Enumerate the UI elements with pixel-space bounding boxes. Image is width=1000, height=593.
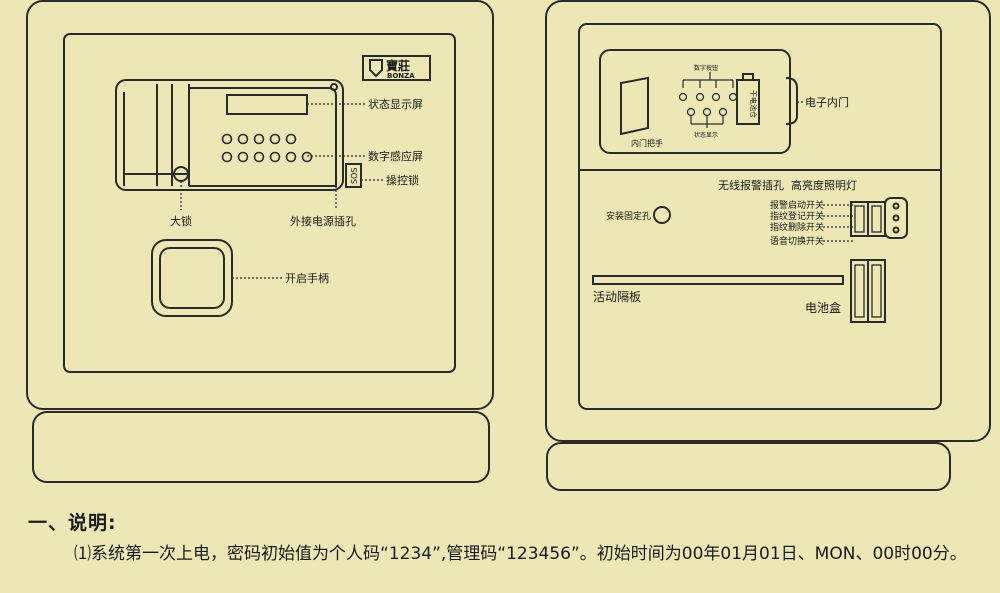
label-switch-alarm: 报警启动开关 bbox=[770, 199, 824, 211]
battery-cap bbox=[742, 73, 754, 81]
back-interior bbox=[578, 23, 942, 410]
label-inner-keypad: 数字按钮 bbox=[694, 64, 718, 72]
label-back-header: 无线报警插孔 高亮度照明灯 bbox=[718, 178, 857, 192]
panel-inner-strips bbox=[123, 84, 190, 186]
movable-shelf bbox=[592, 275, 844, 285]
front-door bbox=[63, 33, 456, 373]
label-status-display: 状态显示屏 bbox=[368, 97, 423, 111]
label-shelf: 活动隔板 bbox=[593, 290, 641, 304]
section-heading: 一、说明: bbox=[28, 512, 117, 534]
label-battery-box: 电池盒 bbox=[805, 300, 841, 315]
back-base bbox=[546, 442, 951, 491]
sos-button bbox=[345, 163, 362, 188]
label-battery-compartment: 干电池仓 bbox=[749, 90, 758, 118]
handle-outer bbox=[151, 239, 233, 317]
label-mount-hole: 安装固定孔 bbox=[606, 210, 651, 222]
electronic-inner-door bbox=[599, 49, 791, 154]
label-inner-handle: 内门把手 bbox=[631, 138, 663, 148]
label-main-lock: 大锁 bbox=[170, 214, 192, 228]
mount-hole bbox=[653, 206, 671, 224]
label-switch-fp-delete: 指纹删除开关 bbox=[770, 221, 824, 233]
front-safe-body bbox=[26, 0, 494, 410]
logo-text-cn: 寶莊 bbox=[386, 58, 410, 73]
handle-inner bbox=[159, 247, 225, 309]
inner-door-hinge bbox=[785, 77, 798, 125]
indicator-led bbox=[330, 83, 338, 91]
instruction-item-1: ⑴系统第一次上电，密码初始值为个人码“1234”,管理码“123456”。初始时… bbox=[74, 544, 967, 564]
keypad-buttons bbox=[221, 133, 313, 163]
label-switch-fp-register: 指纹登记开关 bbox=[770, 210, 824, 222]
inner-handle-shape bbox=[620, 76, 649, 136]
logo-emblem-icon bbox=[369, 59, 383, 78]
label-sos: SOS bbox=[350, 168, 359, 184]
switch-indicator-panel bbox=[884, 197, 908, 239]
logo-box bbox=[362, 55, 431, 81]
back-safe-body bbox=[545, 0, 991, 442]
label-external-power: 外接电源插孔 bbox=[290, 214, 356, 228]
control-panel bbox=[115, 79, 344, 191]
label-electronic-inner-door: 电子内门 bbox=[805, 95, 849, 109]
label-switch-voice: 语音切换开关 bbox=[770, 235, 824, 247]
status-display-screen bbox=[226, 94, 308, 115]
safe-diagram: 寶莊 BONZA 状态显示屏 数字感应屏 SOS 操控锁 大锁 外接电源插孔 开… bbox=[26, 0, 991, 491]
logo-text-en: BONZA bbox=[387, 72, 415, 80]
label-inner-status: 状态显示 bbox=[694, 131, 718, 139]
front-base bbox=[32, 411, 490, 483]
label-control-lock: 操控锁 bbox=[386, 173, 419, 187]
label-handle: 开启手柄 bbox=[285, 271, 329, 285]
label-keypad: 数字感应屏 bbox=[368, 149, 423, 163]
